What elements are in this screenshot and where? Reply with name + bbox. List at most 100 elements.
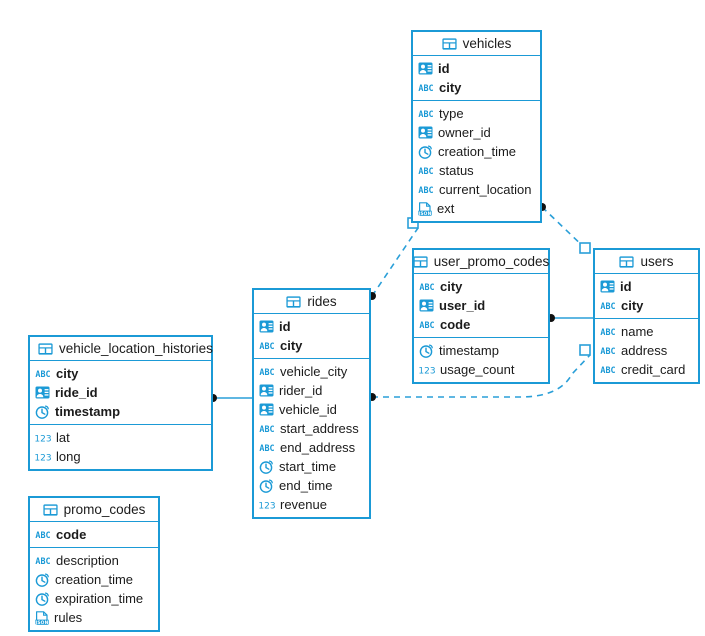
field-row[interactable]: id (413, 59, 540, 78)
field-row[interactable]: ride_id (30, 383, 211, 402)
primary-key-icon (419, 299, 434, 312)
svg-text:ABC: ABC (600, 301, 615, 311)
field-name: city (439, 80, 462, 95)
svg-text:123: 123 (35, 453, 51, 463)
table-title: users (640, 253, 674, 269)
field-row[interactable]: timestamp (414, 341, 548, 360)
svg-text:JSON: JSON (35, 619, 49, 624)
field-name: rules (54, 610, 83, 625)
table-header-rides[interactable]: rides (254, 290, 369, 314)
svg-text:ABC: ABC (259, 424, 274, 434)
field-row[interactable]: id (595, 277, 698, 296)
field-row[interactable]: timestamp (30, 402, 211, 421)
primary-key-icon (418, 126, 433, 139)
field-name: city (56, 366, 79, 381)
field-name: usage_count (440, 362, 515, 377)
abc-string-icon: ABC (259, 366, 275, 378)
field-row[interactable]: 123 long (30, 447, 211, 466)
primary-key-icon (35, 386, 50, 399)
table-header-promo_codes[interactable]: promo_codes (30, 498, 158, 522)
field-row[interactable]: rider_id (254, 381, 369, 400)
table-header-vehicle_location_histories[interactable]: vehicle_location_histories (30, 337, 213, 361)
field-name: id (620, 279, 632, 294)
svg-text:ABC: ABC (35, 369, 50, 379)
table-header-users[interactable]: users (595, 250, 698, 274)
field-row[interactable]: end_time (254, 476, 369, 495)
table-icon (38, 342, 53, 355)
abc-string-icon: ABC (259, 423, 275, 435)
clock-icon (35, 404, 50, 419)
relationship-vehicle-location-histories-to-rides (209, 394, 252, 402)
svg-text:ABC: ABC (418, 109, 433, 119)
svg-text:123: 123 (259, 501, 275, 511)
field-row[interactable]: creation_time (30, 570, 158, 589)
svg-text:ABC: ABC (35, 530, 50, 540)
table-header-user_promo_codes[interactable]: user_promo_codes (413, 250, 549, 274)
svg-text:ABC: ABC (259, 443, 274, 453)
field-row[interactable]: creation_time (413, 142, 540, 161)
abc-string-icon: ABC (418, 165, 434, 177)
field-name: id (279, 319, 291, 334)
field-name: city (280, 338, 303, 353)
123-number-icon: 123 (35, 451, 51, 463)
svg-text:ABC: ABC (35, 556, 50, 566)
relationship-endpoint-square (579, 344, 591, 356)
field-name: long (56, 449, 81, 464)
table-header-vehicles[interactable]: vehicles (413, 32, 540, 56)
field-row[interactable]: ABC city (30, 364, 211, 383)
primary-key-icon (259, 384, 274, 397)
field-row[interactable]: user_id (414, 296, 548, 315)
field-name: code (440, 317, 471, 332)
abc-string-icon: ABC (418, 82, 434, 94)
field-row[interactable]: ABC description (30, 551, 158, 570)
table-title: vehicles (462, 35, 512, 51)
relationship-line (541, 206, 591, 254)
field-name: city (440, 279, 463, 294)
clock-icon (35, 591, 50, 606)
field-row[interactable]: start_time (254, 457, 369, 476)
field-name: rider_id (279, 383, 323, 398)
field-row[interactable]: expiration_time (30, 589, 158, 608)
relationship-endpoint-square (579, 242, 591, 254)
abc-string-icon: ABC (259, 340, 275, 352)
clock-icon (35, 572, 50, 587)
field-name: description (56, 553, 119, 568)
field-row[interactable]: id (254, 317, 369, 336)
123-number-icon: 123 (259, 499, 275, 511)
field-row[interactable]: vehicle_id (254, 400, 369, 419)
field-row[interactable]: ABC city (254, 336, 369, 355)
field-row[interactable]: owner_id (413, 123, 540, 142)
field-name: name (621, 324, 654, 339)
field-row[interactable]: JSON rules (30, 608, 158, 627)
abc-string-icon: ABC (418, 184, 434, 196)
svg-text:123: 123 (35, 434, 51, 444)
field-name: vehicle_id (279, 402, 337, 417)
field-row[interactable]: ABC city (413, 78, 540, 97)
